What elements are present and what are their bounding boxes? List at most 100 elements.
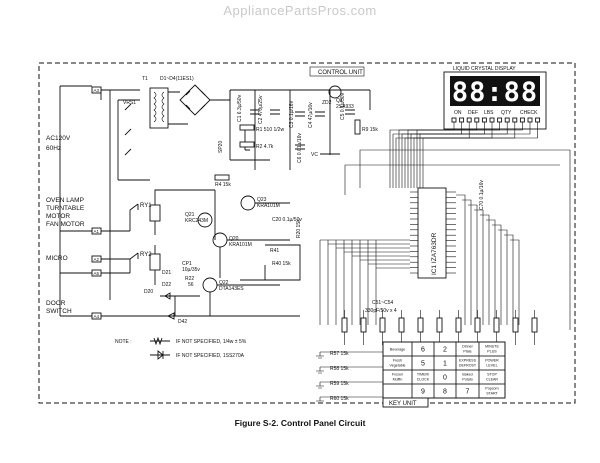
supply-frequency: 60Hz [46, 145, 61, 152]
r40-label: R40 15k [272, 261, 291, 267]
bus-wire-right [510, 239, 520, 325]
lcd-pin [497, 117, 503, 123]
vrs1-label: VRS1 [123, 100, 136, 106]
vc-label: VC [311, 152, 318, 158]
key-cell-label: 9 [421, 389, 425, 396]
lcd-pin [466, 117, 472, 123]
lcd-pin [489, 117, 495, 123]
door-switch-line1: DOOR [46, 300, 66, 307]
q20-label: Q20 [229, 236, 239, 242]
d22-label: D22 [162, 282, 171, 288]
q21-part: KRC243M [185, 218, 208, 224]
key-resistor-array [316, 310, 538, 404]
key-cell-label: Beverage [390, 348, 405, 352]
indicator-def: DEF [468, 110, 478, 116]
q21-label: Q21 [185, 212, 195, 218]
indicator-qty: QTY [501, 110, 512, 116]
bus-wire-right [492, 224, 502, 325]
terminal-a5-label: A5 [94, 271, 100, 276]
lcd-pin-wire [410, 122, 508, 188]
lcd-pin [519, 117, 525, 123]
key-resistor [417, 317, 424, 333]
note-heading: NOTE : [115, 339, 132, 345]
key-unit-grid: BeverageFreshVegetableFrozenMuffin65TIME… [382, 341, 506, 399]
c1-label: C1 6.3µ/50v [237, 94, 243, 122]
d21-label: D21 [162, 270, 171, 276]
key-cell [478, 383, 506, 399]
lcd-pin [527, 117, 533, 123]
key-cell-label: CLOCK [417, 378, 430, 382]
r58-label: R58 15k [330, 366, 349, 372]
key-cell-label: MINUTE [485, 345, 499, 349]
watermark: AppliancePartsPros.com [223, 3, 377, 18]
ground-symbol [316, 397, 324, 404]
lcd-label: LIQUID CRYSTAL DISPLAY [453, 66, 516, 72]
key-cell-label: POWER [485, 359, 499, 363]
lcd-pin [459, 117, 465, 123]
load-oven-lamp: OVEN LAMP [46, 197, 84, 204]
q1-label: Q1 [336, 98, 343, 104]
c6-label: C6 0.01µ/16v [297, 133, 303, 163]
key-resistor [493, 317, 500, 333]
key-resistor [360, 317, 367, 333]
key-resistor [398, 317, 405, 333]
indicator-lbs: LBS [484, 110, 494, 116]
lcd-pin-wire [413, 122, 516, 188]
key-cell-label: EXPRESS [459, 359, 477, 363]
ground-symbol [316, 352, 324, 359]
lcd-pin [504, 117, 510, 123]
q23-part: KRA101M [257, 203, 280, 209]
key-cell-label: 7 [466, 389, 470, 396]
figure-caption: Figure S-2. Control Panel Circuit [234, 418, 366, 428]
key-cell-label: 0 [443, 375, 447, 382]
key-cell-label: CLEAR [486, 378, 498, 382]
key-unit-label-box [382, 397, 429, 408]
bus-wire-right [468, 204, 478, 325]
lcd-pin [512, 117, 518, 123]
c70-label: C70 0.1µ/16v [479, 180, 485, 210]
terminal-a3-label: A3 [94, 88, 100, 93]
note-line1: IF NOT SPECIFIED, 1/4w ± 5% [176, 339, 247, 345]
note-line2: IF NOT SPECIFIED, 1SS270A [176, 353, 245, 359]
q22-label: Q22 [219, 280, 229, 286]
key-resistor [379, 317, 386, 333]
c5-label: C5 0.1µ/50v [340, 92, 346, 120]
key-cell-label: Muffin [393, 378, 403, 382]
r2-label: R2 4.7k [256, 144, 274, 150]
r20-label: R20 15k [296, 219, 302, 238]
key-cell-label: Potato [462, 378, 472, 382]
control-unit-label-box [309, 66, 365, 77]
bus-wire-right [462, 199, 472, 325]
indicator-check: CHECK [520, 110, 538, 116]
notes: NOTE : IF NOT SPECIFIED, 1/4w ± 5% IF NO… [115, 336, 247, 360]
q1-part: 2SA933 [336, 104, 354, 110]
key-cell-label: LEVEL [486, 364, 497, 368]
sp20-label: SP20 [218, 141, 224, 153]
cp1-label: CP1 [182, 261, 192, 267]
bridge-rectifier [168, 84, 231, 125]
d20-label: D20 [144, 289, 153, 295]
lcd-panel [450, 76, 540, 106]
ry2-label: RY2 [140, 252, 152, 258]
key-resistor [455, 317, 462, 333]
transformer-label: T1 [142, 76, 148, 82]
terminals: A3 A1 A2 A5 A4 [91, 86, 102, 320]
zd2-label: ZD2 [322, 100, 332, 106]
bus-wires [319, 149, 571, 330]
r57-label: R57 15k [330, 351, 349, 357]
key-cell-label: START [486, 392, 498, 396]
d42-label: D42 [178, 319, 187, 325]
bus-wire-outer [359, 149, 571, 330]
key-cell-label: DEFROST [459, 364, 477, 368]
door-switch-line2: SWITCH [46, 308, 72, 315]
bus-wire-right [486, 219, 496, 325]
lcd-pin-wire [422, 122, 538, 188]
r9-label: R9 15k [362, 127, 378, 133]
r4-label: R4 15k [215, 182, 231, 188]
key-cell-label: STOP [487, 373, 497, 377]
ic1-label: IC1 IZA763DR [431, 232, 438, 275]
load-micro: MICRO [46, 255, 68, 262]
lcd-digits: 88:88 [452, 77, 537, 108]
c3-label: C3 0.1µ/16v [289, 100, 295, 128]
lcd-pin-wire [395, 122, 470, 188]
